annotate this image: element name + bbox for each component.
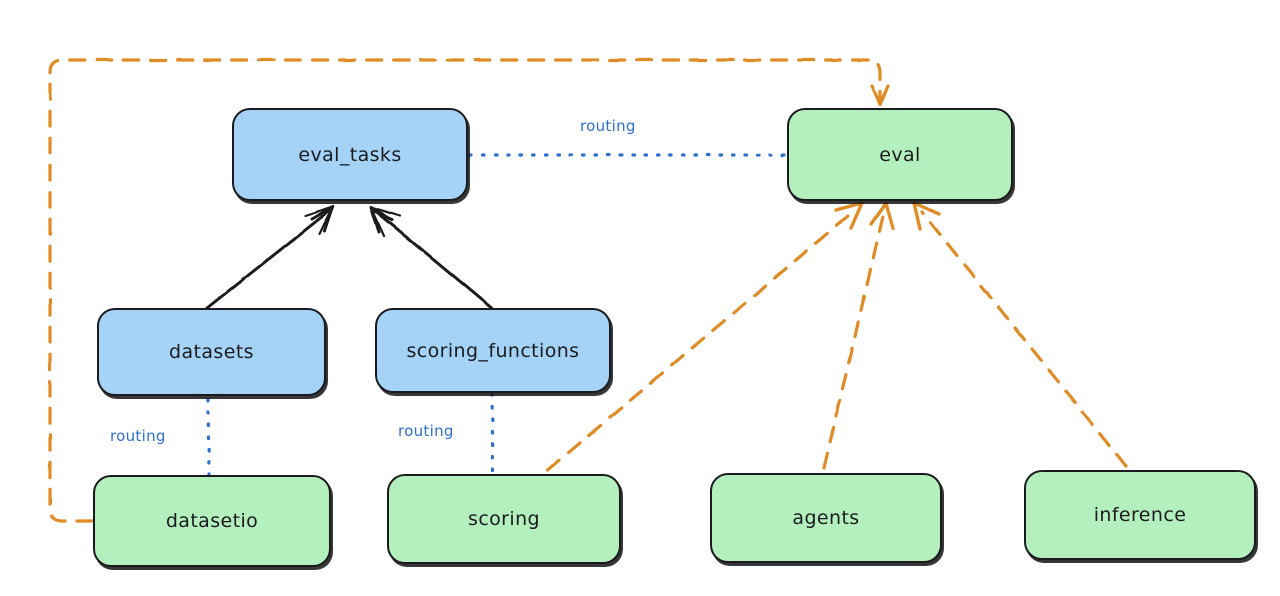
edge-datasetio-to-eval — [48, 58, 890, 523]
node-label: datasets — [169, 341, 254, 363]
node-label: inference — [1093, 504, 1187, 526]
edge-label-routing-scoring-functions: routing — [398, 422, 454, 440]
node-scoring[interactable]: scoring — [387, 474, 621, 564]
edge-agents-to-eval — [822, 201, 895, 470]
edge-label-routing-datasets: routing — [110, 427, 166, 445]
node-label: datasetio — [165, 510, 259, 532]
node-agents[interactable]: agents — [710, 473, 942, 563]
node-datasetio[interactable]: datasetio — [93, 475, 331, 567]
edge-datasets-to-datasetio — [206, 397, 211, 476]
edge-inference-to-eval — [912, 201, 1128, 468]
edge-scoring-functions-to-scoring — [490, 392, 495, 475]
node-scoring-functions[interactable]: scoring_functions — [375, 308, 611, 393]
edge-scoring-to-eval — [546, 201, 864, 472]
node-eval[interactable]: eval — [787, 108, 1013, 201]
node-inference[interactable]: inference — [1024, 470, 1256, 560]
edge-datasets-to-eval-tasks — [205, 205, 335, 310]
edge-scoring-functions-to-eval-tasks — [369, 205, 494, 310]
node-label: scoring — [468, 508, 540, 530]
node-label: agents — [792, 507, 860, 529]
node-label: eval — [879, 143, 921, 166]
node-label: eval_tasks — [298, 143, 402, 166]
node-label: scoring_functions — [406, 339, 580, 362]
edge-label-routing-eval-tasks: routing — [580, 117, 636, 135]
node-datasets[interactable]: datasets — [97, 308, 326, 396]
node-eval-tasks[interactable]: eval_tasks — [232, 108, 468, 201]
